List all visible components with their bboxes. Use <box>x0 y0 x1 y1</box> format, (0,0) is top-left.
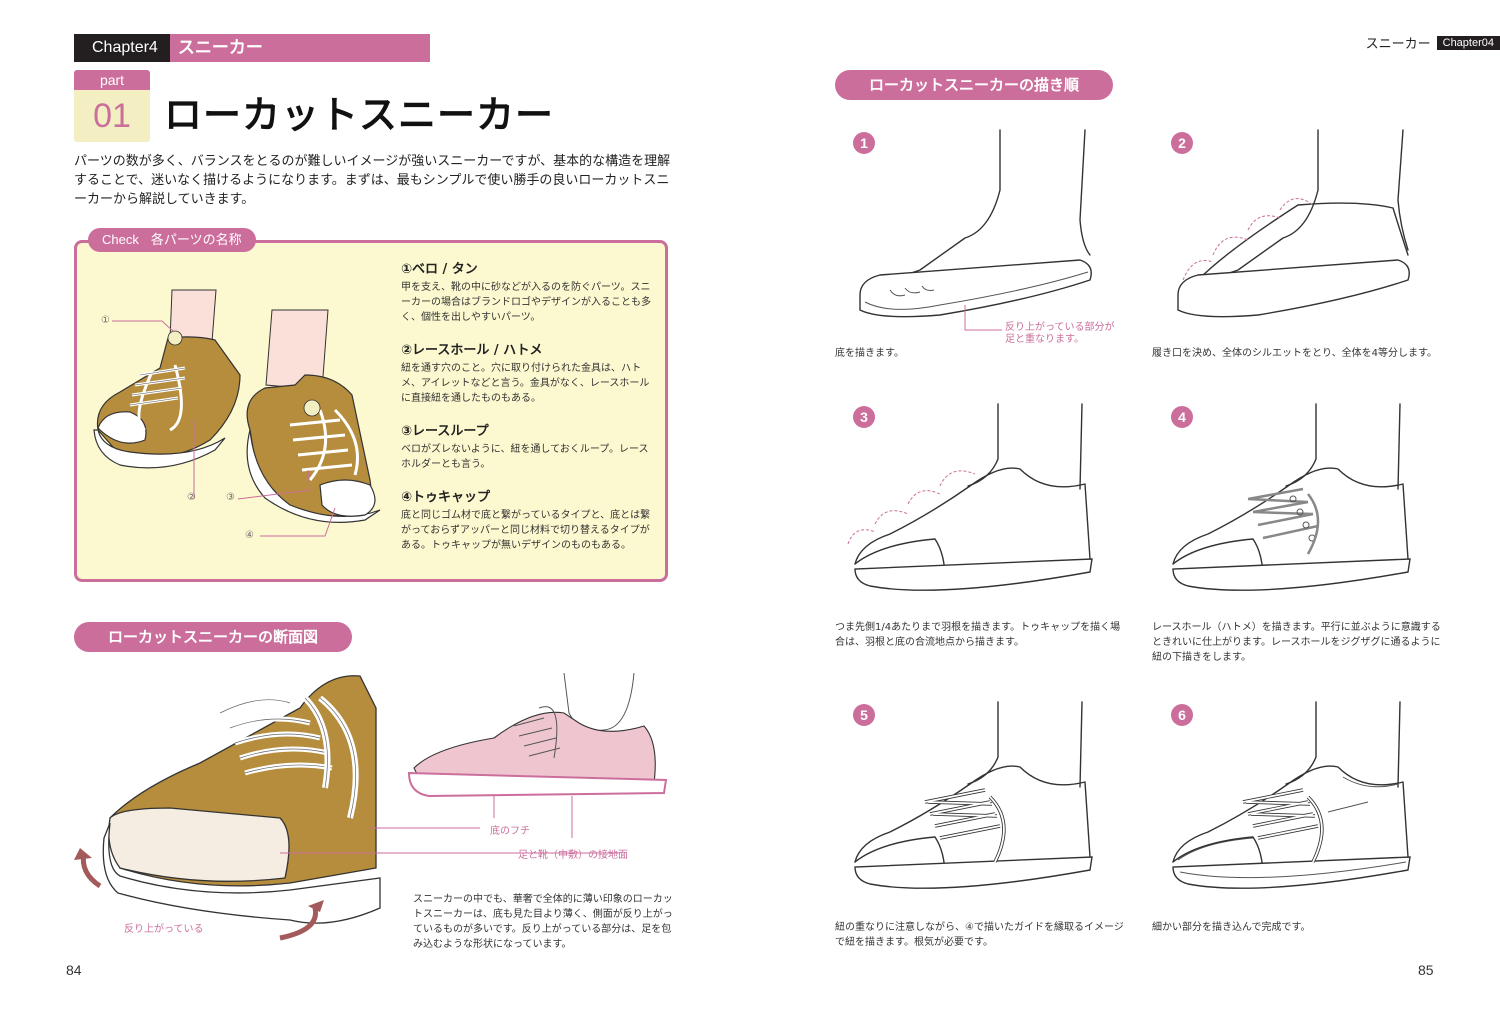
marker-1: ① <box>101 315 110 326</box>
step-badge-5: 5 <box>853 704 875 726</box>
step-5-illustration <box>854 701 1093 889</box>
page-number-right: 85 <box>1418 962 1434 978</box>
check-tab-title: 各パーツの名称 <box>150 233 242 248</box>
right-page: スニーカー Chapter04 ローカットスニーカーの描き順 1 反り上がってい… <box>750 0 1500 1017</box>
part-item-text: 紐を通す穴のこと。穴に取り付けられた金具は、ハトメ、アイレットなどと言う。金具が… <box>401 363 650 404</box>
cross-section-heading: ローカットスニーカーの断面図 <box>74 622 352 652</box>
part-item-text: ベロがズレないように、紐を通しておくループ。レースホルダーとも言う。 <box>401 444 649 470</box>
step-badge-2: 2 <box>1171 132 1193 154</box>
part-item-title: ③レースループ <box>401 424 489 439</box>
parts-list: ①ベロ / タン 甲を支え、靴の中に砂などが入るのを防ぐパーツ。スニーカーの場合… <box>401 258 651 567</box>
step-badge-4: 4 <box>1171 406 1193 428</box>
part-item-title: ②レースホール / ハトメ <box>401 343 543 358</box>
step-badge-6: 6 <box>1171 704 1193 726</box>
part-block: part 01 <box>74 70 150 142</box>
cross-section-illustration <box>74 675 620 941</box>
parts-illustration <box>93 289 381 537</box>
step-1-caption: 底を描きます。 <box>835 348 904 359</box>
check-tab: Check 各パーツの名称 <box>88 228 256 252</box>
step-2-illustration <box>1177 129 1410 318</box>
label-contact-surface: 足と靴（中敷）の接地面 <box>518 850 628 861</box>
step-6-caption: 細かい部分を描き込んで完成です。 <box>1152 922 1311 933</box>
chapter-name: スニーカー <box>169 34 430 62</box>
chapter-bar: Chapter4 スニーカー <box>74 34 430 62</box>
marker-4: ④ <box>245 530 254 541</box>
marker-3: ③ <box>226 492 235 503</box>
label-sole-rim: 底のフチ <box>490 826 530 837</box>
part-item-lace-hole: ②レースホール / ハトメ 紐を通す穴のこと。穴に取り付けられた金具は、ハトメ、… <box>401 339 651 406</box>
step-3-caption: つま先側1/4あたりまで羽根を描きます。トゥキャップを描く場合は、羽根と底の合流… <box>835 622 1121 648</box>
check-tab-label: Check <box>102 232 139 247</box>
part-item-title: ④トゥキャップ <box>401 490 491 505</box>
drawing-order-heading: ローカットスニーカーの描き順 <box>835 70 1113 100</box>
step-3-illustration <box>847 403 1093 591</box>
running-head: スニーカー Chapter04 <box>1366 33 1500 52</box>
part-number: 01 <box>74 90 150 142</box>
intro-paragraph: パーツの数が多く、バランスをとるのが難しいイメージが強いスニーカーですが、基本的… <box>74 154 671 207</box>
part-item-text: 甲を支え、靴の中に砂などが入るのを防ぐパーツ。スニーカーの場合はブランドロゴやデ… <box>401 282 651 323</box>
part-item-toe-cap: ④トゥキャップ 底と同じゴム材で底と繋がっているタイプと、底とは繋がっておらずア… <box>401 486 651 553</box>
step-2-caption: 履き口を決め、全体のシルエットをとり、全体を4等分します。 <box>1152 348 1437 359</box>
label-curl-up: 反り上がっている <box>124 924 204 935</box>
part-item-lace-loop: ③レースループ ベロがズレないように、紐を通しておくループ。レースホルダーとも言… <box>401 420 651 472</box>
step-4-caption: レースホール（ハトメ）を描きます。平行に並ぶように意識するときれいに仕上がります… <box>1152 622 1441 663</box>
part-item-tongue: ①ベロ / タン 甲を支え、靴の中に砂などが入るのを防ぐパーツ。スニーカーの場合… <box>401 258 651 325</box>
page-title: ローカットスニーカー <box>164 93 555 137</box>
side-view-illustration <box>407 672 668 838</box>
step-5-caption: 紐の重なりに注意しながら、④で描いたガイドを縁取るイメージで紐を描きます。根気が… <box>835 922 1124 948</box>
running-head-chapter: Chapter04 <box>1436 35 1500 50</box>
step-1-illustration <box>859 129 1092 331</box>
step-badge-3: 3 <box>853 406 875 428</box>
cross-section-description: スニーカーの中でも、華奢で全体的に薄い印象のローカットスニーカーは、底も見た目よ… <box>413 894 673 950</box>
left-page: Chapter4 スニーカー part 01 ローカットスニーカー パーツの数が… <box>66 34 673 978</box>
step-6-illustration <box>1172 701 1411 889</box>
part-item-title: ①ベロ / タン <box>401 262 478 277</box>
step-4-illustration <box>1172 403 1411 591</box>
running-head-name: スニーカー <box>1365 37 1431 52</box>
part-item-text: 底と同じゴム材で底と繋がっているタイプと、底とは繋がっておらずアッパーと同じ材料… <box>401 510 651 551</box>
step-badge-1: 1 <box>853 132 875 154</box>
page-number-left: 84 <box>66 962 82 978</box>
part-label: part <box>74 70 150 90</box>
marker-2: ② <box>187 492 196 503</box>
step-1-annotation: 反り上がっている部分が足と重なります。 <box>1005 322 1115 345</box>
chapter-label: Chapter4 <box>74 34 170 62</box>
